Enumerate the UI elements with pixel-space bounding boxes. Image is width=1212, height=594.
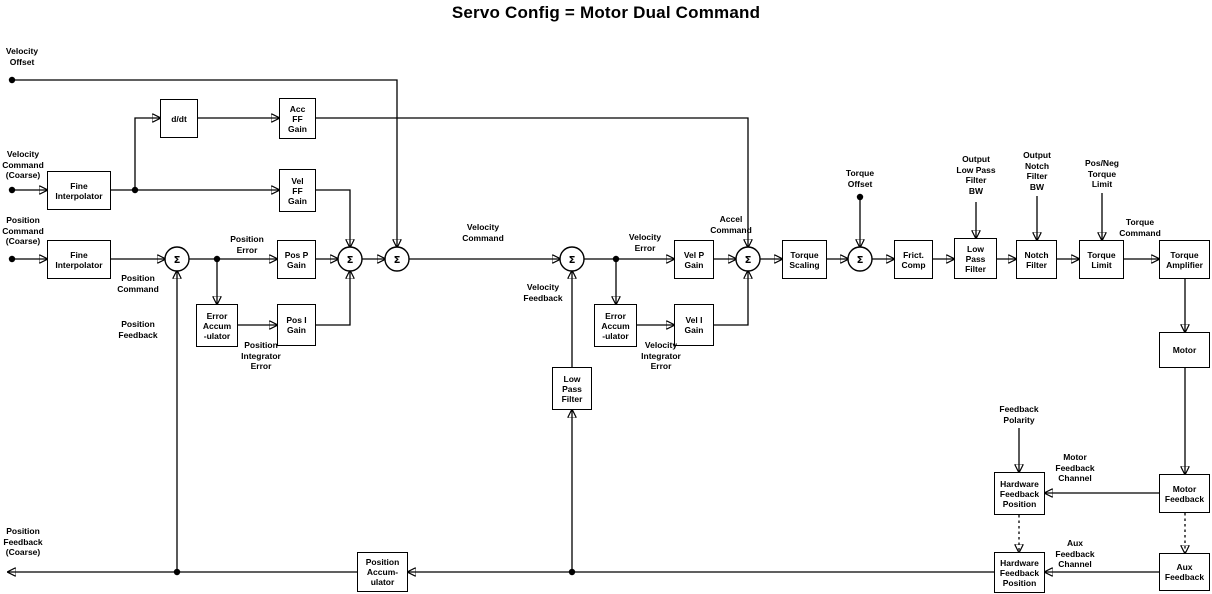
label-position-feedback-coarse: Position Feedback (Coarse): [3, 526, 43, 557]
torque-offset-input-dot: [856, 193, 864, 201]
vel-error-branch-dot: [612, 255, 620, 263]
label-position-command: Position Command: [117, 273, 159, 294]
label-pos-neg-torque-limit: Pos/Neg Torque Limit: [1084, 158, 1119, 189]
wire-velocity-offset: [12, 79, 397, 247]
label-position-feedback: Position Feedback: [118, 319, 158, 340]
block-acc-ff-gain: Acc FF Gain: [279, 98, 316, 139]
position-command-input-dot: [8, 255, 16, 263]
label-position-error: Position Error: [230, 234, 264, 255]
wire-posigain-to-sum: [316, 271, 350, 326]
signal-wires: [8, 79, 1185, 572]
sum-junction-position: Σ: [164, 246, 190, 272]
label-velocity-offset: Velocity Offset: [5, 46, 39, 67]
label-velocity-error: Velocity Error: [628, 232, 662, 253]
sum-junction-vel-offset: Σ: [384, 246, 410, 272]
block-vel-p-gain: Vel P Gain: [674, 240, 714, 279]
label-output-low-pass-filter-bw: Output Low Pass Filter BW: [956, 154, 996, 196]
block-vel-ff-gain: Vel FF Gain: [279, 169, 316, 212]
wire-veligain-to-sum: [714, 271, 748, 326]
block-hardware-feedback-position-motor: Hardware Feedback Position: [994, 472, 1045, 515]
sum-symbol: Σ: [394, 255, 401, 266]
sum-symbol: Σ: [347, 255, 354, 266]
block-position-error-accumulator: Error Accum -ulator: [196, 304, 238, 347]
sum-symbol: Σ: [857, 255, 864, 266]
block-d-dt: d/dt: [160, 99, 198, 138]
label-accel-command: Accel Command: [710, 214, 752, 235]
block-torque-amplifier: Torque Amplifier: [1159, 240, 1210, 279]
sum-symbol: Σ: [745, 255, 752, 266]
block-pos-p-gain: Pos P Gain: [277, 240, 316, 279]
block-output-low-pass-filter: Low Pass Filter: [954, 238, 997, 279]
velocity-fb-branch-dot: [568, 568, 576, 576]
label-output-notch-filter-bw: Output Notch Filter BW: [1023, 150, 1051, 192]
block-fine-interpolator-position: Fine Interpolator: [47, 240, 111, 279]
block-motor-feedback: Motor Feedback: [1159, 474, 1210, 513]
summing-junctions: Σ Σ Σ Σ Σ Σ: [164, 246, 873, 272]
position-fb-branch-dot: [173, 568, 181, 576]
label-velocity-command-coarse: Velocity Command (Coarse): [2, 149, 44, 180]
block-vel-i-gain: Vel I Gain: [674, 304, 714, 346]
label-torque-command: Torque Command: [1119, 217, 1161, 238]
block-torque-limit: Torque Limit: [1079, 240, 1124, 279]
block-position-accumulator: Position Accum- ulator: [357, 552, 408, 592]
label-velocity-feedback: Velocity Feedback: [523, 282, 563, 303]
block-velocity-error-accumulator: Error Accum -ulator: [594, 304, 637, 347]
page-title: Servo Config = Motor Dual Command: [451, 3, 761, 22]
sum-symbol: Σ: [174, 255, 181, 266]
velocity-command-input-dot: [8, 186, 16, 194]
label-torque-offset: Torque Offset: [845, 168, 875, 189]
sum-junction-torque-offset: Σ: [847, 246, 873, 272]
velocity-offset-input-dot: [8, 76, 16, 84]
sum-symbol: Σ: [569, 255, 576, 266]
block-feedback-low-pass-filter: Low Pass Filter: [552, 367, 592, 410]
label-position-integrator-error: Position Integrator Error: [241, 340, 281, 371]
wire-velff-to-sum: [316, 189, 350, 247]
label-feedback-polarity: Feedback Polarity: [999, 404, 1039, 425]
junction-dots: [8, 76, 864, 576]
label-aux-feedback-channel: Aux Feedback Channel: [1055, 538, 1095, 569]
label-position-command-coarse: Position Command (Coarse): [2, 215, 44, 246]
label-motor-feedback-channel: Motor Feedback Channel: [1055, 452, 1095, 483]
block-notch-filter: Notch Filter: [1016, 240, 1057, 279]
wire-accff-to-accel-sum: [316, 117, 748, 247]
pos-error-branch-dot: [213, 255, 221, 263]
block-hardware-feedback-position-aux: Hardware Feedback Position: [994, 552, 1045, 593]
block-friction-compensation: Frict. Comp: [894, 240, 933, 279]
block-torque-scaling: Torque Scaling: [782, 240, 827, 279]
label-velocity-command: Velocity Command: [462, 222, 504, 243]
block-aux-feedback: Aux Feedback: [1159, 553, 1210, 591]
sum-junction-velocity: Σ: [559, 246, 585, 272]
label-velocity-integrator-error: Velocity Integrator Error: [641, 340, 681, 371]
block-fine-interpolator-velocity: Fine Interpolator: [47, 171, 111, 210]
ddt-branch-dot: [131, 186, 139, 194]
wire-branch-to-ddt: [134, 118, 160, 190]
block-motor: Motor: [1159, 332, 1210, 368]
sum-junction-velff: Σ: [337, 246, 363, 272]
sum-junction-accel: Σ: [735, 246, 761, 272]
